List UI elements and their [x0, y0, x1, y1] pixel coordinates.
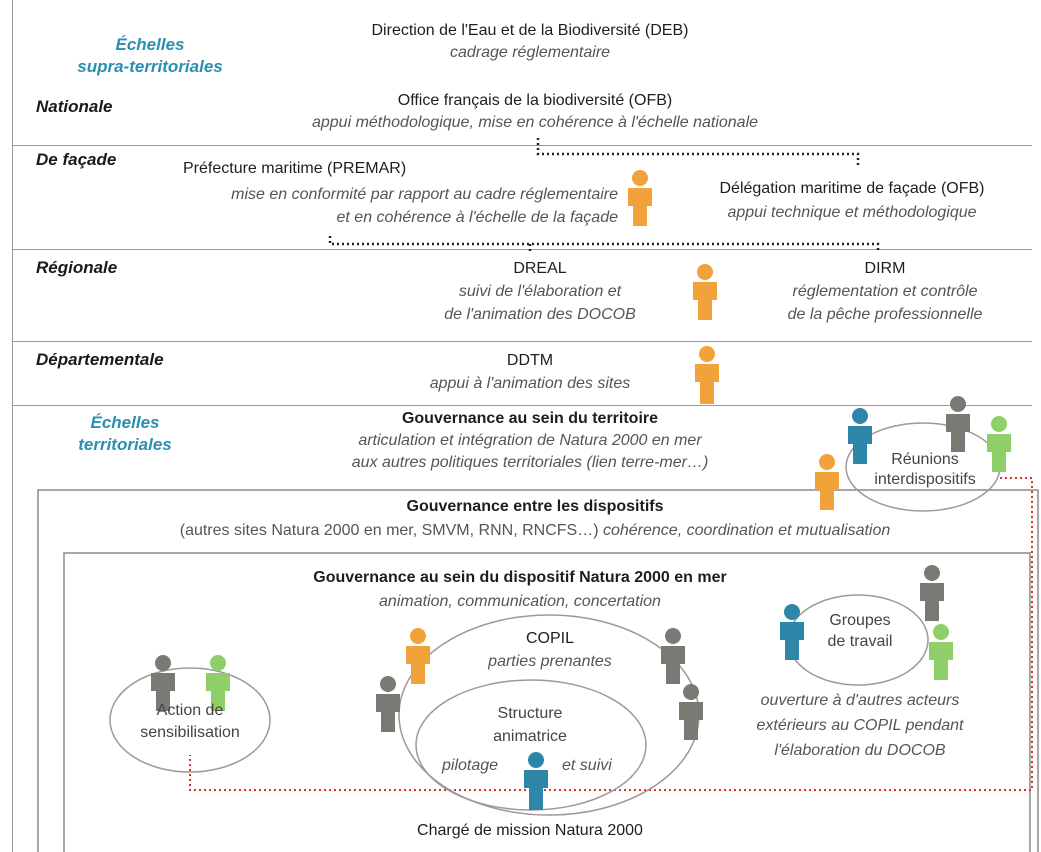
node-action: Action de sensibilisation	[115, 700, 265, 744]
premar-role-line1: mise en conformité par rapport au cadre …	[231, 186, 618, 203]
dirm-title: DIRM	[864, 260, 906, 277]
ofb-title: Office français de la biodiversité (OFB)	[397, 92, 673, 109]
copil-title: COPIL	[525, 630, 574, 647]
ouverture-line1: ouverture à d'autres acteurs	[760, 692, 960, 709]
gov-dispositifs-role-italic: cohérence, coordination et mutualisation	[602, 522, 891, 539]
gov-dispositifs-role-plain: (autres sites Natura 2000 en mer, SMVM, …	[179, 522, 599, 539]
structure-line1: Structure	[497, 705, 563, 722]
level-departementale: Départementale	[36, 350, 164, 369]
divider-national-facade	[12, 145, 1032, 146]
premar-role-line2: et en cohérence à l'échelle de la façade	[336, 209, 618, 226]
structure-role-b: et suivi	[562, 757, 612, 774]
node-dmf: Délégation maritime de façade (OFB) appu…	[662, 180, 1041, 222]
node-ouverture: ouverture à d'autres acteurs extérieurs …	[705, 688, 1015, 763]
person-icon	[946, 396, 970, 452]
person-icon	[815, 454, 839, 510]
node-gov-dispositifs: Gouvernance entre les dispositifs (autre…	[40, 498, 1030, 540]
node-groupes: Groupes de travail	[795, 610, 925, 652]
divider-facade-regional	[12, 249, 1032, 250]
person-icon	[780, 604, 804, 660]
ouverture-line3: l'élaboration du DOCOB	[774, 742, 946, 759]
reunions-line2: interdispositifs	[874, 471, 976, 488]
groupes-line2: de travail	[827, 633, 893, 650]
node-copil: COPIL parties prenantes	[440, 630, 660, 671]
scale-territorial-line2: territoriales	[78, 435, 172, 454]
person-icon	[376, 676, 400, 732]
person-icon	[628, 170, 652, 226]
structure-line2: animatrice	[493, 728, 567, 745]
box-natura-2000	[63, 552, 1031, 852]
person-icon	[929, 624, 953, 680]
gov-territoire-title: Gouvernance au sein du territoire	[401, 410, 659, 427]
ouverture-line2: extérieurs au COPIL pendant	[756, 717, 964, 734]
scale-supra-line2: supra-territoriales	[77, 57, 223, 76]
person-icon	[693, 264, 717, 320]
node-dirm: DIRM réglementation et contrôle de la pê…	[735, 260, 1035, 324]
deb-title: Direction de l'Eau et de la Biodiversité…	[371, 22, 689, 39]
ofb-role: appui méthodologique, mise en cohérence …	[311, 114, 759, 131]
gov-territoire-role-line2: aux autres politiques territoriales (lie…	[351, 454, 709, 471]
scale-supra-line1: Échelles	[115, 35, 185, 54]
node-premar-role: mise en conformité par rapport au cadre …	[58, 186, 618, 227]
node-charge: Chargé de mission Natura 2000	[330, 822, 730, 840]
person-icon	[406, 628, 430, 684]
divider-dept-territorial	[12, 405, 1032, 406]
ddtm-title: DDTM	[506, 352, 554, 369]
person-icon	[695, 346, 719, 404]
box-entre-dispositifs	[37, 489, 1039, 852]
person-icon	[151, 655, 175, 711]
connector-red	[189, 477, 1033, 791]
charge-label: Chargé de mission Natura 2000	[417, 822, 643, 839]
node-deb: Direction de l'Eau et de la Biodiversité…	[260, 22, 800, 62]
dirm-role-line2: de la pêche professionnelle	[787, 306, 983, 323]
ddtm-role: appui à l'animation des sites	[429, 375, 631, 392]
person-icon	[987, 416, 1011, 472]
structure-role-a: pilotage	[442, 757, 499, 774]
action-line1: Action de	[156, 702, 224, 719]
gov-dispositifs-title: Gouvernance entre les dispositifs	[406, 498, 664, 515]
copil-role: parties prenantes	[488, 653, 612, 670]
person-icon	[206, 655, 230, 711]
level-regionale: Régionale	[36, 258, 118, 277]
level-facade: De façade	[36, 150, 117, 169]
level-nationale: Nationale	[36, 97, 113, 116]
node-gov-natura: Gouvernance au sein du dispositif Natura…	[230, 569, 810, 611]
scale-territorial: Échelles territoriales	[40, 412, 210, 456]
person-icon	[524, 752, 548, 810]
groupes-line1: Groupes	[829, 612, 891, 629]
scale-supra: Échelles supra-territoriales	[40, 34, 260, 78]
deb-role: cadrage réglementaire	[449, 44, 611, 61]
node-gov-territoire: Gouvernance au sein du territoire articu…	[270, 410, 790, 472]
connector-ofb-dmf	[536, 138, 860, 168]
person-icon	[679, 684, 703, 740]
node-ofb: Office français de la biodiversité (OFB)…	[200, 92, 870, 132]
node-ddtm: DDTM appui à l'animation des sites	[370, 352, 690, 393]
connector-premar-dirm	[328, 236, 880, 252]
left-border	[12, 0, 13, 852]
person-icon	[848, 408, 872, 464]
divider-regional-dept	[12, 341, 1032, 342]
node-structure: Structure animatrice	[440, 702, 620, 748]
person-icon	[661, 628, 685, 684]
gov-territoire-role-line1: articulation et intégration de Natura 20…	[358, 432, 702, 449]
action-line2: sensibilisation	[140, 724, 240, 741]
gov-natura-role: animation, communication, concertation	[379, 593, 661, 610]
dreal-title: DREAL	[513, 260, 567, 277]
dmf-role: appui technique et méthodologique	[727, 204, 977, 221]
node-reunions: Réunions interdispositifs	[850, 450, 1000, 490]
dirm-role-line1: réglementation et contrôle	[792, 283, 978, 300]
dreal-role-line1: suivi de l'élaboration et	[458, 283, 622, 300]
node-dreal: DREAL suivi de l'élaboration et de l'ani…	[405, 260, 675, 324]
scale-territorial-line1: Échelles	[90, 413, 160, 432]
ellipse-action	[109, 667, 271, 773]
reunions-line1: Réunions	[891, 451, 959, 468]
person-icon	[920, 565, 944, 621]
dmf-title: Délégation maritime de façade (OFB)	[719, 180, 985, 197]
premar-title: Préfecture maritime (PREMAR)	[183, 160, 407, 177]
gov-natura-title: Gouvernance au sein du dispositif Natura…	[313, 569, 727, 586]
dreal-role-line2: de l'animation des DOCOB	[444, 306, 636, 323]
